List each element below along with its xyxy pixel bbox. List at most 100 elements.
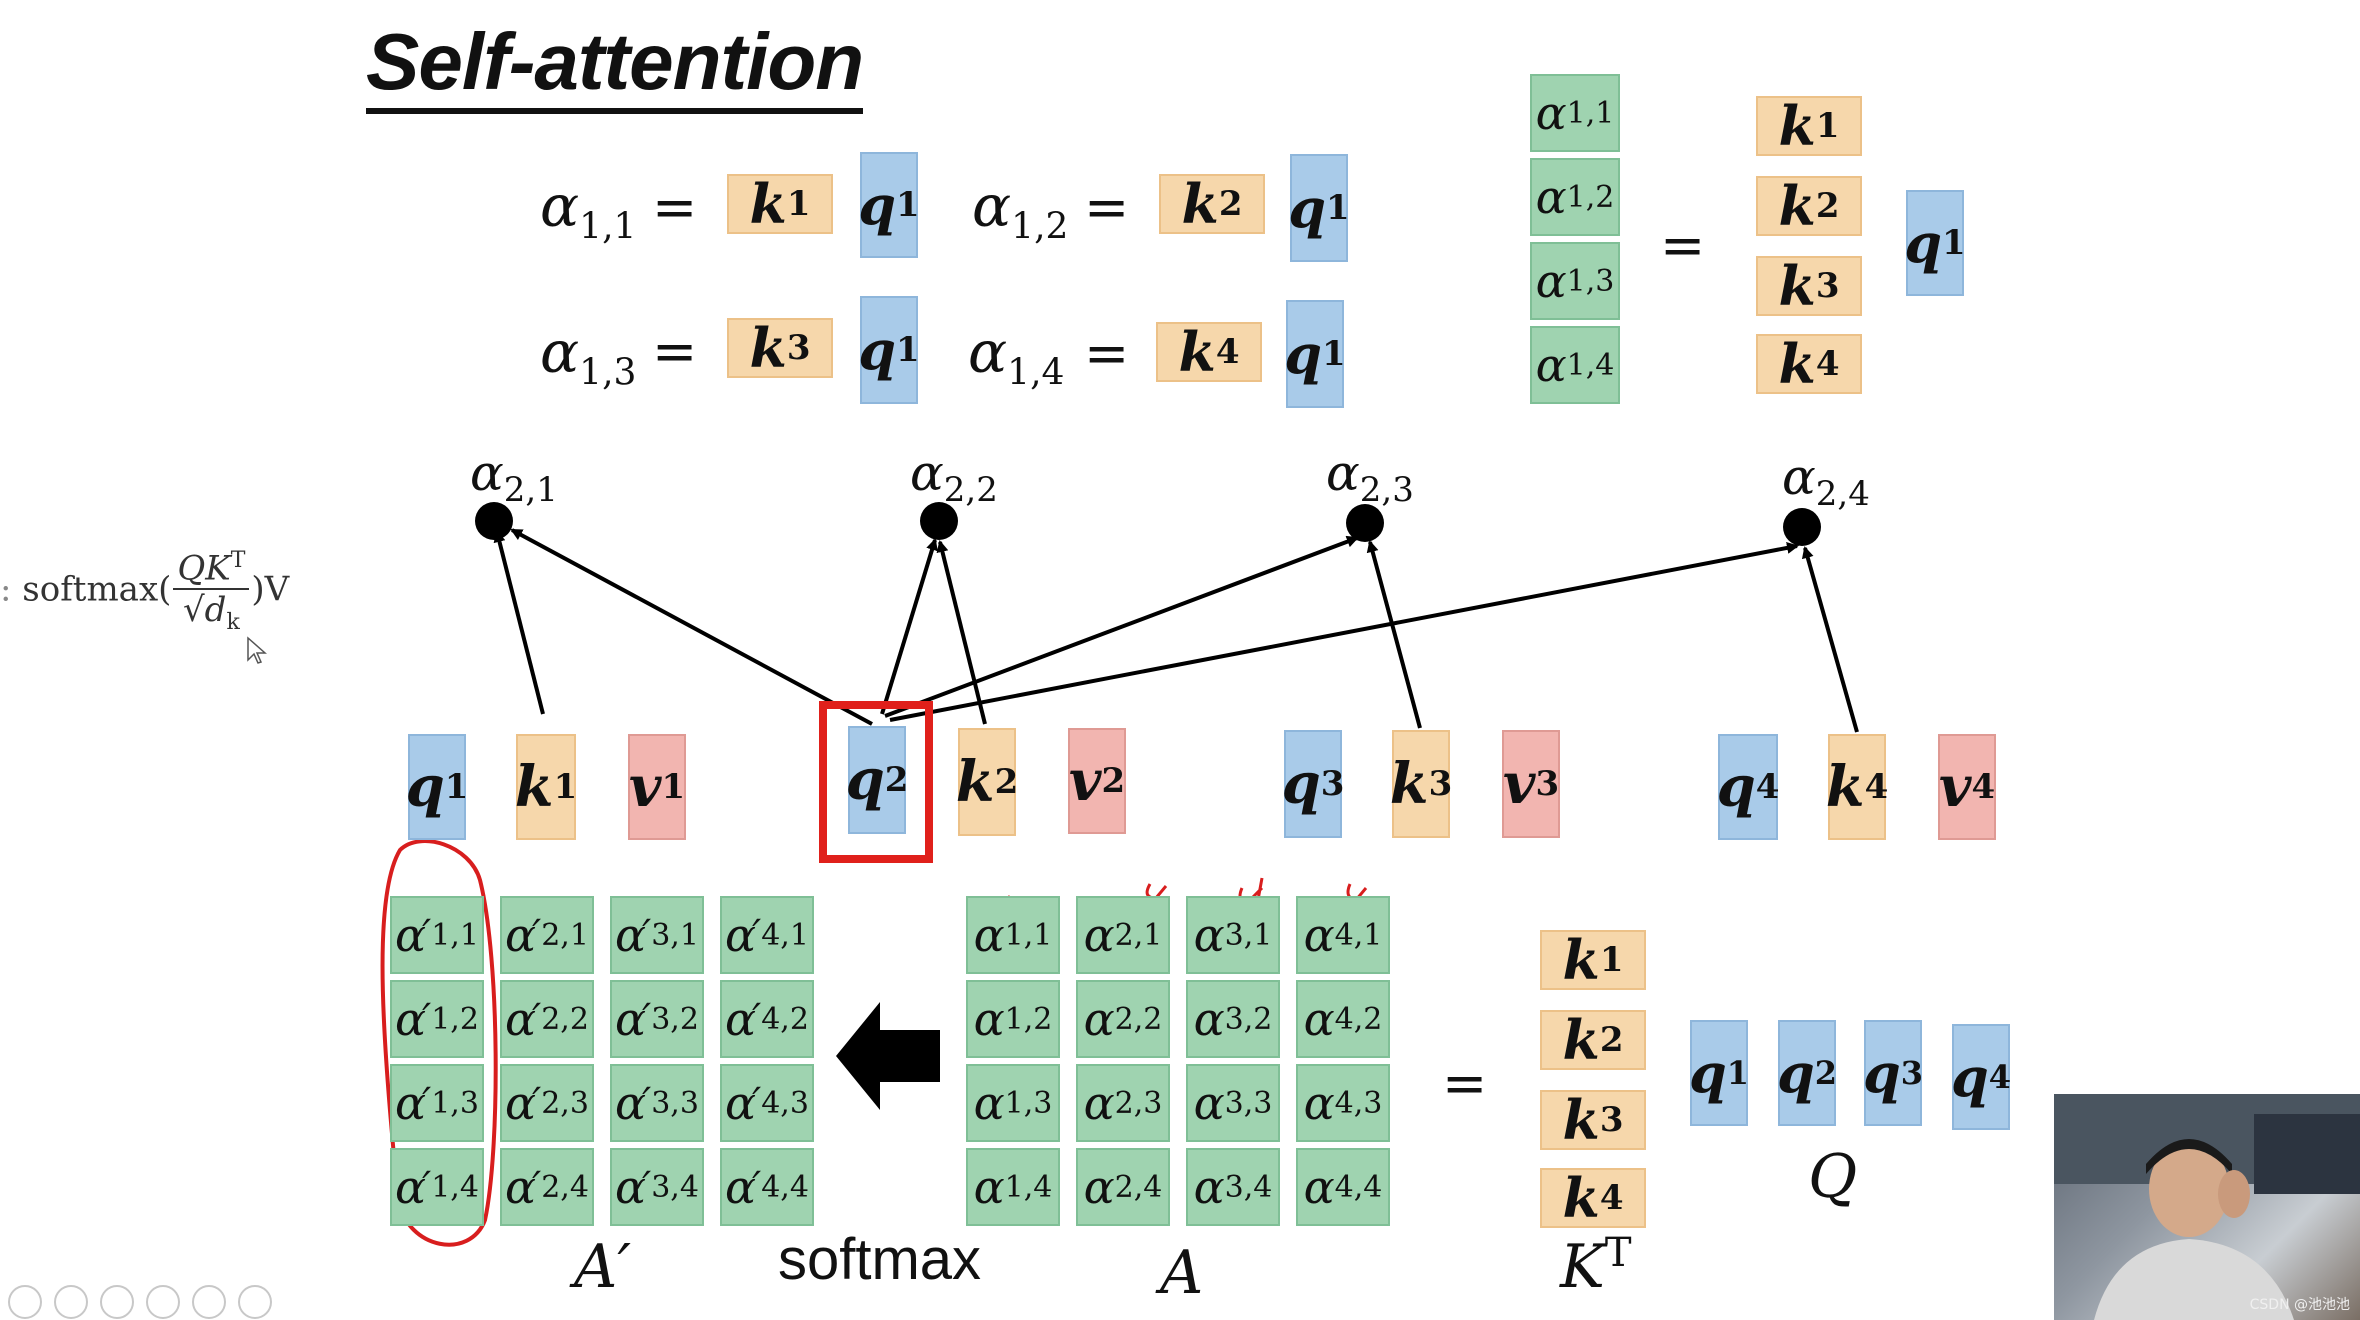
node-label-4: α2,4 bbox=[1782, 448, 1870, 514]
eq1-alpha: α bbox=[540, 172, 580, 240]
label-softmax: softmax bbox=[778, 1227, 982, 1292]
a-prime-cell-3-1: α′1,3 bbox=[390, 1064, 484, 1142]
arrow-k2 bbox=[936, 540, 987, 725]
next-slide-icon[interactable] bbox=[54, 1285, 88, 1319]
formula-denominator: √d bbox=[183, 590, 227, 631]
formula-denominator-sub: k bbox=[226, 610, 240, 636]
eq1-sub: 1,1 bbox=[579, 206, 637, 248]
zoom-icon[interactable] bbox=[192, 1285, 226, 1319]
arrow-q2-a22 bbox=[880, 538, 938, 715]
eq4-equals: = bbox=[1084, 322, 1130, 385]
a-prime-cell-1-4: α′4,1 bbox=[720, 896, 814, 974]
more-options-icon[interactable] bbox=[238, 1285, 272, 1319]
a-prime-cell-3-4: α′4,3 bbox=[720, 1064, 814, 1142]
formula-numerator: QK bbox=[177, 548, 231, 589]
prev-slide-icon[interactable] bbox=[8, 1285, 42, 1319]
tr-equals: = bbox=[1660, 214, 1706, 277]
formula-numerator-sup: T bbox=[230, 548, 246, 573]
slide-title: Self-attention bbox=[366, 20, 864, 114]
arrow-k3 bbox=[1366, 540, 1422, 729]
a-prime-cell-4-2: α′2,4 bbox=[500, 1148, 594, 1226]
pen-icon[interactable] bbox=[100, 1285, 134, 1319]
a-prime-cell-2-1: α′1,2 bbox=[390, 980, 484, 1058]
node-2 bbox=[920, 502, 958, 540]
column-highlight-ellipse bbox=[380, 839, 498, 1247]
a-prime-cell-3-2: α′2,3 bbox=[500, 1064, 594, 1142]
label-q: Q bbox=[1808, 1142, 1858, 1212]
arrow-k1 bbox=[493, 530, 545, 715]
node-1 bbox=[475, 502, 513, 540]
watermark: CSDN @池池池 bbox=[2249, 1297, 2350, 1313]
a-prime-cell-2-3: α′3,2 bbox=[610, 980, 704, 1058]
presenter-webcam: CSDN @池池池 bbox=[2054, 1094, 2360, 1320]
eq1-equals: = bbox=[652, 176, 698, 239]
a-prime-cell-4-3: α′3,4 bbox=[610, 1148, 704, 1226]
arrow-q2-a21 bbox=[510, 528, 873, 726]
eq4-lhs: α1,4 bbox=[968, 318, 1065, 394]
node-label-3: α2,3 bbox=[1326, 444, 1414, 510]
label-kt: KT bbox=[1560, 1230, 1632, 1302]
node-label-1: α2,1 bbox=[470, 444, 558, 510]
q2-highlight-box bbox=[819, 701, 933, 863]
presenter-silhouette-icon bbox=[2054, 1094, 2360, 1320]
a-prime-cell-4-4: α′4,4 bbox=[720, 1148, 814, 1226]
label-a-prime: A′ bbox=[574, 1232, 631, 1302]
a-prime-cell-1-3: α′3,1 bbox=[610, 896, 704, 974]
formula-fraction: QKT√dk bbox=[173, 548, 250, 636]
formula-prefix: softmax( bbox=[22, 569, 172, 610]
mouse-cursor-icon bbox=[247, 636, 267, 664]
matrix-equals: = bbox=[1442, 1052, 1488, 1115]
slides-grid-icon[interactable] bbox=[146, 1285, 180, 1319]
a-prime-cell-2-2: α′2,2 bbox=[500, 980, 594, 1058]
arrow-q2-a24 bbox=[889, 541, 1799, 722]
eq1-lhs: α1,1 bbox=[540, 172, 636, 248]
softmax-arrow-icon bbox=[836, 1002, 940, 1110]
eq3-equals: = bbox=[652, 320, 698, 383]
formula-suffix: )V bbox=[251, 569, 290, 610]
a-prime-cell-1-2: α′2,1 bbox=[500, 896, 594, 974]
a-prime-cell-4-1: α′1,4 bbox=[390, 1148, 484, 1226]
eq2-lhs: α1,2 bbox=[972, 172, 1069, 248]
